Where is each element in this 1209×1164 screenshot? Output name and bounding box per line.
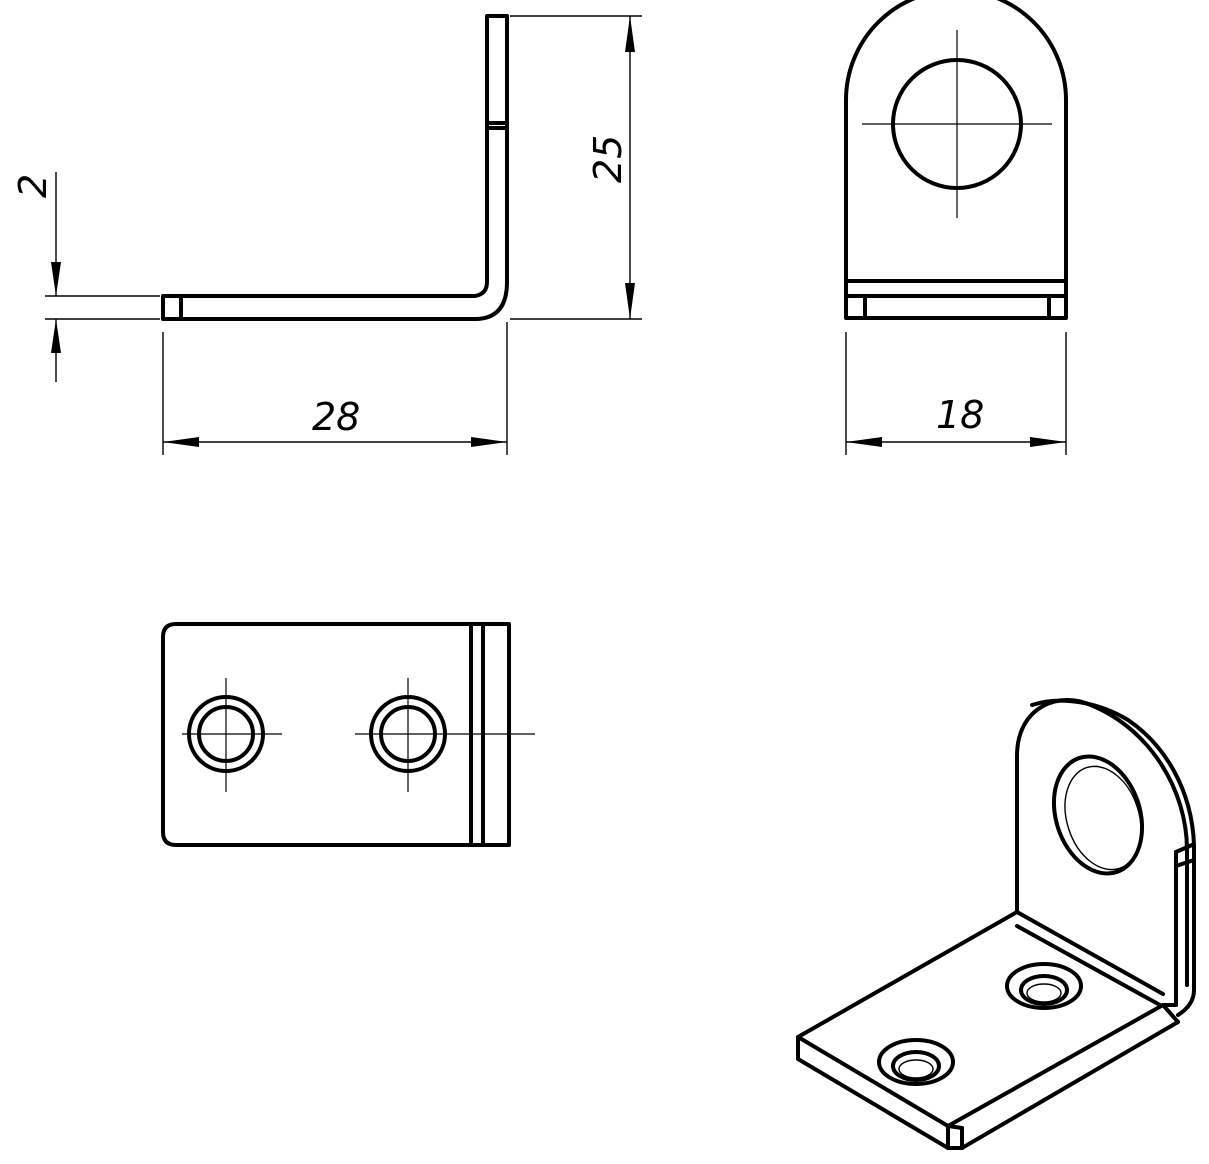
dimension-width-label: 18	[936, 393, 984, 437]
dimension-thickness: 2	[11, 172, 160, 382]
iso-upright-hole	[1051, 754, 1145, 876]
iso-upright-hole-inner	[1064, 765, 1142, 871]
front-view-profile	[161, 14, 509, 321]
side-view-outline	[844, 0, 1068, 320]
iso-base-bend-edge	[1161, 1003, 1180, 1024]
iso-base-corner-3	[946, 1124, 964, 1130]
iso-bend-inner-2	[1015, 924, 1162, 1007]
top-view-outline	[161, 622, 511, 847]
iso-upright-front-edge	[1030, 698, 1196, 1017]
iso-base-countersink-1	[1005, 962, 1083, 1010]
arrow-up	[625, 16, 635, 52]
arrow-right	[1030, 437, 1066, 447]
arrow-down	[625, 283, 635, 319]
iso-base-hole-2	[891, 1050, 941, 1082]
dimension-height: 25	[510, 15, 642, 320]
arrow-left	[846, 437, 882, 447]
iso-base-hole-1-inner	[1026, 983, 1062, 1003]
iso-base-front-edge	[796, 1020, 1180, 1150]
dimension-width: 18	[845, 332, 1067, 455]
iso-base-hole-2-inner	[898, 1059, 934, 1079]
top-view	[161, 622, 535, 847]
dimension-thickness-label: 2	[11, 174, 55, 198]
iso-upright-rim	[1174, 843, 1194, 854]
side-view	[844, 0, 1068, 320]
dimension-length: 28	[162, 322, 508, 455]
dimension-length-label: 28	[312, 395, 360, 439]
arrow-right	[471, 437, 507, 447]
iso-base-hole-1	[1019, 974, 1069, 1006]
iso-bend-inner	[1015, 910, 1165, 996]
arrow-left	[163, 437, 199, 447]
iso-base-countersink-2	[877, 1038, 955, 1086]
iso-upright-rim-2	[1174, 858, 1196, 868]
isometric-view	[796, 698, 1196, 1150]
arrow-up	[51, 319, 61, 353]
arrow-down	[51, 262, 61, 296]
dimension-height-label: 25	[586, 135, 630, 183]
front-view	[161, 14, 509, 321]
